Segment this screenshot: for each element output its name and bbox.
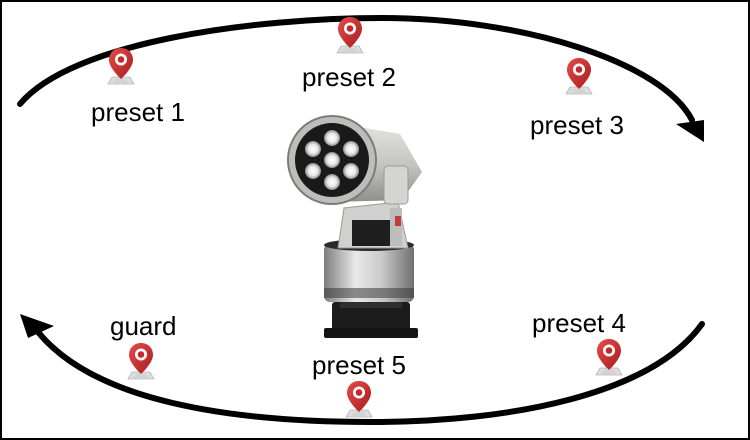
map-pin-icon xyxy=(345,380,373,418)
preset-3-label: preset 3 xyxy=(530,110,624,140)
map-pin-icon xyxy=(127,342,155,380)
preset-1-label: preset 1 xyxy=(91,97,185,127)
map-pin-icon xyxy=(565,57,593,95)
map-pin-icon xyxy=(107,47,135,85)
preset-4-label: preset 4 xyxy=(532,308,626,338)
guard-label: guard xyxy=(110,311,177,341)
preset-5-label: preset 5 xyxy=(312,350,406,380)
preset-2-label: preset 2 xyxy=(302,62,396,92)
ptz-camera xyxy=(287,115,422,338)
map-pin-icon xyxy=(336,16,364,54)
bottom-arrowhead-icon xyxy=(20,314,54,338)
bottom-orbit-arrow xyxy=(29,321,705,426)
top-arrowhead-icon xyxy=(676,120,704,142)
map-pin-icon xyxy=(595,338,623,376)
top-orbit-arrow xyxy=(17,14,695,123)
